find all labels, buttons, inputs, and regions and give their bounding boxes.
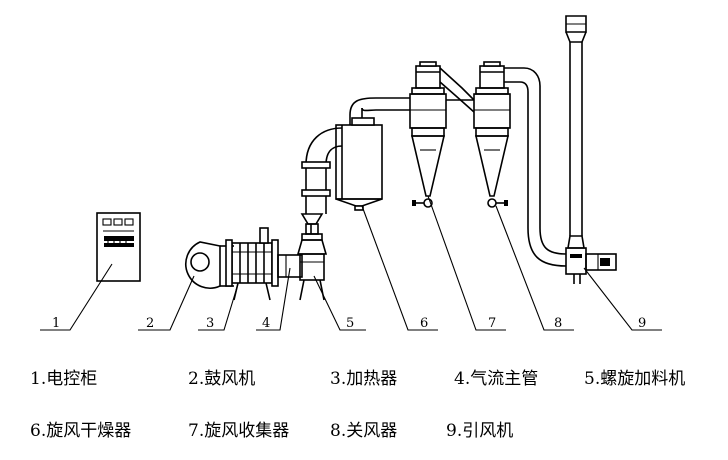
screw-feeder xyxy=(296,213,328,301)
callout-leaders xyxy=(40,195,662,331)
induced-draft-fan xyxy=(565,15,617,284)
callout-1: 1 xyxy=(52,316,60,331)
callout-3: 3 xyxy=(206,316,214,331)
cyclone-dryer xyxy=(335,97,410,211)
legend-item-7: 7.旋风收集器 xyxy=(188,421,289,441)
legend-item-4: 4.气流主管 xyxy=(454,369,538,389)
legend: 1.电控柜 2.鼓风机 3.加热器 4.气流主管 5.螺旋加料机 6.旋风干燥器… xyxy=(30,369,685,441)
return-duct xyxy=(527,227,567,267)
callout-9: 9 xyxy=(638,316,646,331)
heater xyxy=(225,227,279,301)
callout-6: 6 xyxy=(420,316,428,331)
control-cabinet xyxy=(96,212,141,282)
legend-item-5: 5.螺旋加料机 xyxy=(584,369,685,389)
legend-item-9: 9.引风机 xyxy=(446,421,513,441)
legend-item-3: 3.加热器 xyxy=(330,369,397,389)
legend-item-6: 6.旋风干燥器 xyxy=(30,421,131,441)
callout-7: 7 xyxy=(488,316,496,331)
callout-numbers: 1 2 3 4 5 6 7 8 9 xyxy=(52,316,646,331)
callout-2: 2 xyxy=(146,316,154,331)
callout-8: 8 xyxy=(554,316,562,331)
rotary-airlock xyxy=(446,61,541,228)
callout-5: 5 xyxy=(346,316,354,331)
legend-item-8: 8.关风器 xyxy=(330,421,397,441)
main-air-duct xyxy=(277,254,303,278)
callout-4: 4 xyxy=(262,316,270,331)
legend-item-2: 2.鼓风机 xyxy=(188,369,255,389)
cyclone-collector xyxy=(409,61,475,208)
legend-item-1: 1.电控柜 xyxy=(30,369,97,389)
